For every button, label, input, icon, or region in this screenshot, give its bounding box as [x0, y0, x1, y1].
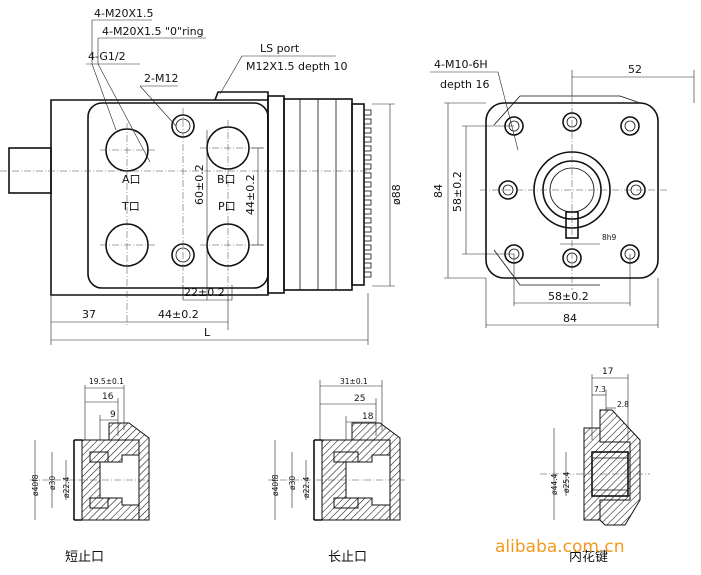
bolt-hole	[624, 120, 636, 132]
callout-m20-oring: 4-M20X1.5 "0"ring	[102, 25, 204, 38]
bolt-head	[363, 163, 372, 170]
sec3-d-outer: ø44.4	[550, 473, 559, 495]
sec1-caption: 短止口	[65, 550, 104, 565]
body-outline	[50, 99, 269, 296]
bolt-heads	[363, 109, 372, 278]
bolt-hole	[620, 116, 640, 136]
sec2-dim-top: 31±0.1	[340, 377, 368, 386]
dim-84-vert: 84	[432, 184, 445, 198]
bolt-head	[363, 244, 372, 251]
dim-L: L	[204, 326, 211, 339]
bolt-head	[363, 145, 372, 152]
sec2-dim-low: 18	[362, 412, 374, 422]
port-a-label: A口	[122, 173, 141, 186]
bolt-head	[363, 118, 372, 125]
front-view: 4-M20X1.5 4-M20X1.5 "0"ring 4-G1/2 2-M12…	[0, 7, 403, 345]
dim-44-horiz: 44±0.2	[158, 308, 199, 321]
port-t-label: T口	[121, 200, 140, 213]
sec3-d-inner: ø25.4	[562, 471, 571, 493]
band-1	[267, 95, 285, 294]
port-p-label: P口	[218, 200, 236, 213]
bolt-head	[363, 262, 372, 269]
bolt-head	[363, 217, 372, 224]
bolt-head	[363, 154, 372, 161]
sec2-d-mid: ø30	[288, 476, 297, 490]
section-short-spigot: 19.5±0.1 16 9 ø40f8 ø30 ø22.4 短止口	[30, 377, 150, 565]
sec3-dim-top: 17	[602, 367, 613, 377]
callout-m12: 2-M12	[144, 72, 178, 85]
section-internal-spline: 17 7.3 2.8 ø44.4 ø25.4 内花键	[540, 367, 650, 565]
bolt-head	[363, 190, 372, 197]
sec1-dim-mid: 16	[102, 392, 114, 402]
bolt-head	[363, 136, 372, 143]
ls-boss	[214, 91, 269, 101]
bolt-head	[363, 253, 372, 260]
dim-84-horiz: 84	[563, 312, 577, 325]
sec1-d-mid: ø30	[48, 476, 57, 490]
shaft	[8, 147, 52, 194]
dim-60: 60±0.2	[193, 164, 206, 205]
section-long-spigot: 31±0.1 25 18 ø40f8 ø30 ø22.4 长止口	[268, 377, 405, 565]
dim-37: 37	[82, 308, 96, 321]
sec1-dim-top: 19.5±0.1	[89, 377, 124, 386]
dim-d88: ø88	[390, 184, 403, 205]
bolt-head	[363, 271, 372, 278]
sec2-dim-mid: 25	[354, 394, 365, 404]
dim-22: 22±0.2	[184, 286, 225, 299]
thread-spec: 4-M10-6H	[434, 58, 488, 71]
port-b-label: B口	[217, 173, 236, 186]
bolt-head	[363, 181, 372, 188]
bolt-head	[363, 199, 372, 206]
sec1-d-inner: ø22.4	[62, 476, 71, 498]
ls-port-title: LS port	[260, 42, 300, 55]
sec1-dim-low: 9	[110, 410, 116, 420]
bolt-ring	[351, 103, 365, 286]
thread-depth: depth 16	[440, 78, 490, 91]
bolt-head	[363, 235, 372, 242]
bolt-head	[363, 208, 372, 215]
callout-m20: 4-M20X1.5	[94, 7, 154, 20]
bolt-head	[363, 109, 372, 116]
dim-52: 52	[628, 63, 642, 76]
sec1-d-outer: ø40f8	[31, 474, 40, 496]
bolt-head	[363, 226, 372, 233]
sec2-caption: 长止口	[328, 550, 367, 565]
sec3-dim-mid: 7.3	[594, 385, 606, 394]
key-slot	[565, 211, 579, 239]
ls-port-spec: M12X1.5 depth 10	[246, 60, 348, 73]
dim-key: 8h9	[602, 233, 617, 242]
dim-44-vert: 44±0.2	[244, 174, 257, 215]
watermark: alibaba.com.cn	[495, 537, 625, 557]
sec2-d-inner: ø22.4	[302, 476, 311, 498]
bolt-head	[363, 172, 372, 179]
sec3-caption: 内花键	[569, 549, 608, 565]
end-view: 4-M10-6H depth 16 52 84 58±0.2 8h9 58±0.…	[430, 58, 695, 328]
dim-58-vert: 58±0.2	[451, 171, 464, 212]
dim-58-horiz: 58±0.2	[548, 290, 589, 303]
callout-g12: 4-G1/2	[88, 50, 126, 63]
bolt-head	[363, 127, 372, 134]
sec3-dim-low: 2.8	[617, 400, 629, 409]
sec2-d-outer: ø40f8	[271, 474, 280, 496]
